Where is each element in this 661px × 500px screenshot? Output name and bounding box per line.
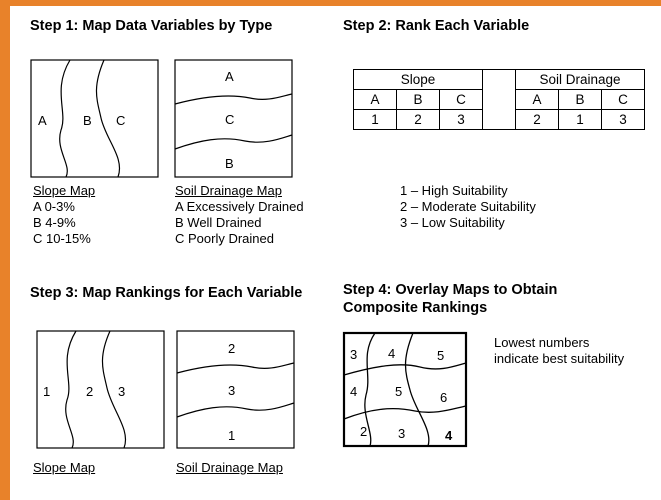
step3-soil-boundary-2 (176, 402, 295, 418)
step1-soil-label: A (225, 69, 234, 84)
step1-slope-boundary-1 (59, 59, 71, 178)
composite-cell-value: 6 (440, 390, 448, 405)
composite-cell-value: 4 (388, 346, 396, 361)
step1-soil-label: B (225, 156, 234, 171)
step3-soil-map-frame (176, 330, 295, 449)
rank-table: Slope Soil Drainage A B C A B C 1 2 3 2 … (353, 69, 645, 130)
rank-table-col: A (515, 89, 559, 110)
composite-cell-value: 4 (350, 384, 358, 399)
rank-table-gap (482, 69, 516, 130)
step3-soil-label: 2 (228, 341, 236, 356)
step1-slope-caption: Slope Map (33, 183, 96, 198)
composite-map-frame (342, 331, 468, 448)
composite-cell-value: 2 (360, 424, 368, 439)
step1-soil-caption: Soil Drainage Map (175, 183, 282, 198)
step3-slope-map-frame (36, 330, 165, 449)
suitability-key-item: 1 – High Suitability (400, 183, 508, 198)
composite-boundary-2 (404, 332, 430, 447)
composite-note-line1: Lowest numbers (494, 335, 590, 350)
composite-cell-value: 5 (437, 348, 445, 363)
rank-table-cell: 3 (601, 109, 645, 130)
step1-soil-map-frame (174, 59, 293, 178)
rank-table-col: B (558, 89, 602, 110)
step1-soil-label: C (225, 112, 235, 127)
step1-slope-boundary-2 (95, 59, 121, 178)
step1-soil-boundary-2 (174, 134, 293, 150)
step3-slope-boundary-1 (65, 330, 77, 449)
slope-legend-item: A 0-3% (33, 199, 75, 214)
rank-table-group-header: Slope (353, 69, 483, 90)
composite-cell-value: 3 (350, 347, 358, 362)
step4-title-line2: Composite Rankings (343, 300, 488, 316)
composite-cell-value: 4 (445, 428, 453, 443)
step3-soil-boundary-1 (176, 362, 295, 374)
step1-slope-label: B (83, 113, 92, 128)
step3-title: Step 3: Map Rankings for Each Variable (30, 285, 303, 301)
step3-slope-caption: Slope Map (33, 460, 96, 475)
rank-table-cell: 2 (515, 109, 559, 130)
slope-legend-item: B 4-9% (33, 215, 76, 230)
soil-legend-item: A Excessively Drained (175, 199, 304, 214)
step4-title-line1: Step 4: Overlay Maps to Obtain (343, 282, 558, 298)
rank-table-cell: 2 (396, 109, 440, 130)
step1-title: Step 1: Map Data Variables by Type (30, 18, 273, 34)
step3-slope-label: 3 (118, 384, 126, 399)
step1-slope-label: C (116, 113, 126, 128)
composite-cell-value: 3 (398, 426, 406, 441)
rank-table-col: C (439, 89, 483, 110)
rank-table-col: A (353, 89, 397, 110)
suitability-key-item: 2 – Moderate Suitability (400, 199, 536, 214)
step2-title: Step 2: Rank Each Variable (343, 18, 530, 34)
rank-table-col: B (396, 89, 440, 110)
step3-soil-label: 3 (228, 383, 236, 398)
step1-soil-boundary-1 (174, 93, 293, 105)
step3-slope-label: 2 (86, 384, 94, 399)
soil-legend-item: B Well Drained (175, 215, 262, 230)
slope-legend-item: C 10-15% (33, 231, 91, 246)
rank-table-col: C (601, 89, 645, 110)
composite-boundary-3 (343, 362, 467, 376)
suitability-key-item: 3 – Low Suitability (400, 215, 505, 230)
rank-table-group-header: Soil Drainage (515, 69, 645, 90)
step1-slope-map-frame (30, 59, 159, 178)
step3-soil-caption: Soil Drainage Map (176, 460, 283, 475)
rank-table-cell: 1 (558, 109, 602, 130)
step3-slope-boundary-2 (101, 330, 127, 449)
step3-slope-label: 1 (43, 384, 51, 399)
rank-table-cell: 1 (353, 109, 397, 130)
composite-cell-value: 5 (395, 384, 403, 399)
soil-legend-item: C Poorly Drained (175, 231, 274, 246)
rank-table-cell: 3 (439, 109, 483, 130)
composite-boundary-4 (343, 405, 467, 420)
composite-boundary-1 (364, 332, 376, 447)
step1-slope-label: A (38, 113, 47, 128)
step3-soil-label: 1 (228, 428, 236, 443)
composite-note-line2: indicate best suitability (494, 351, 625, 366)
